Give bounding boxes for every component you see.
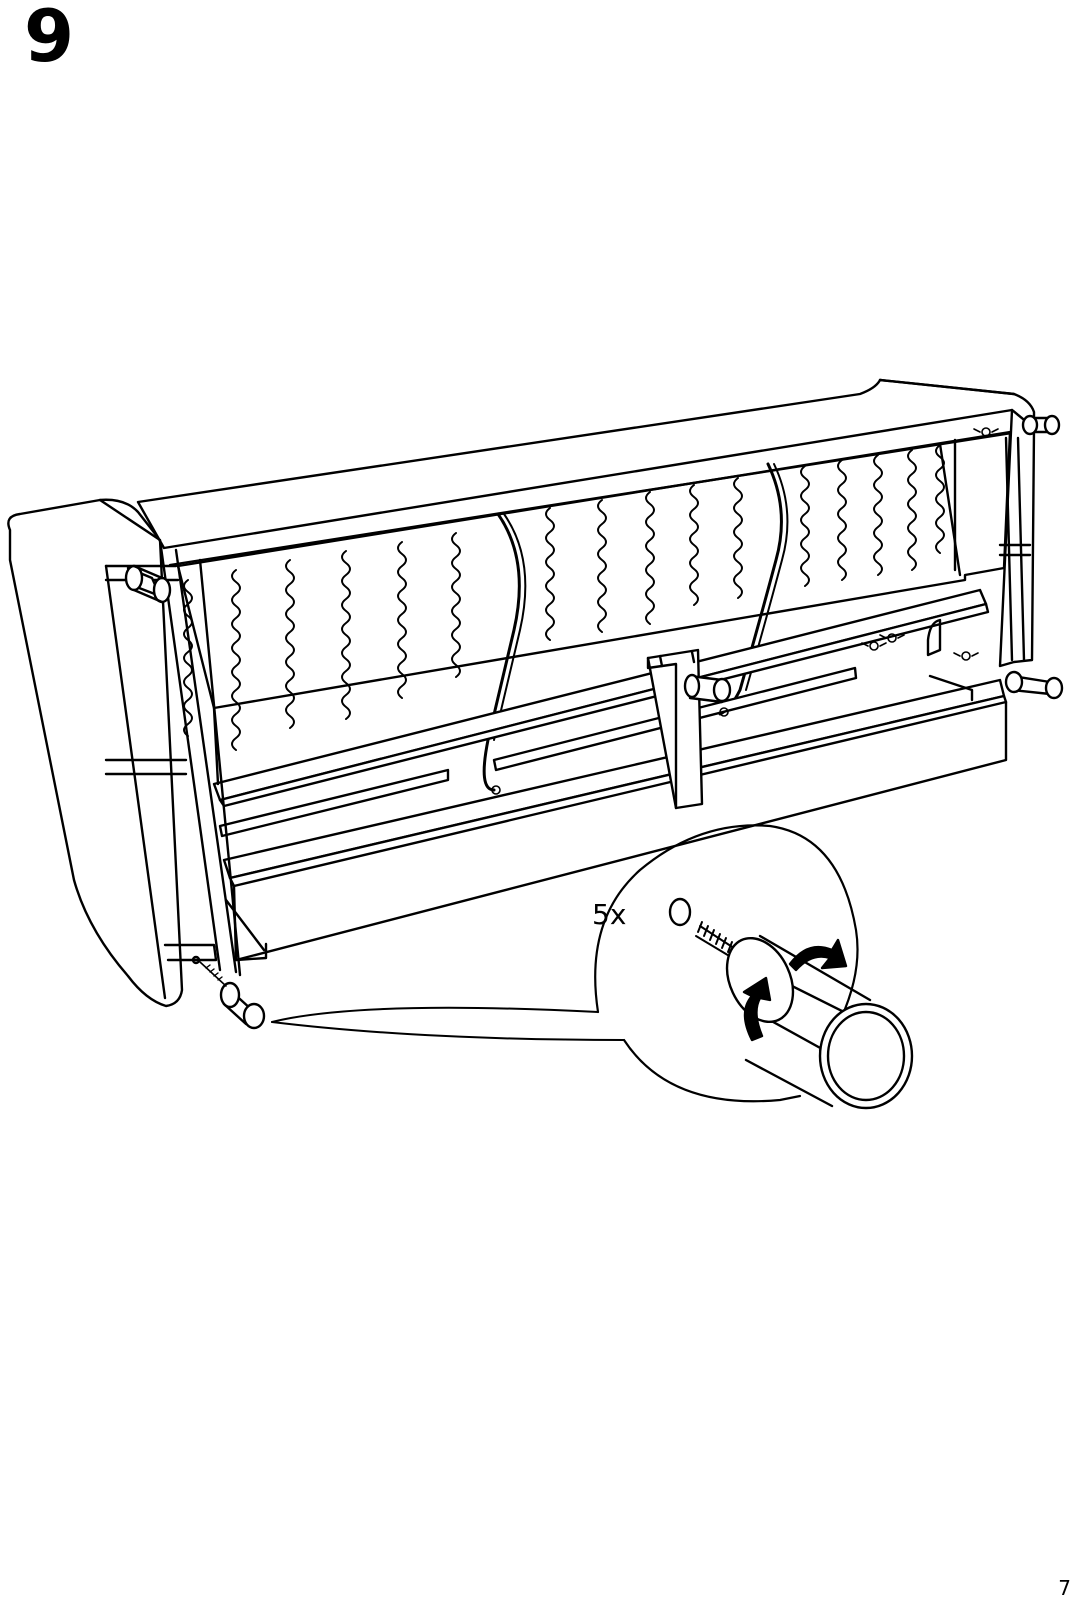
leg-bottom-right <box>1006 672 1062 698</box>
detail-callout: 5x <box>592 825 912 1108</box>
leg-top-right <box>1023 416 1059 434</box>
quantity-label: 5x <box>592 898 626 931</box>
bottom-rail <box>224 680 1004 878</box>
leg-bottom-left <box>193 957 264 1028</box>
page-number: 7 <box>1058 1576 1071 1600</box>
sofa-frame <box>8 380 1034 1006</box>
screw-hole-icon <box>670 899 690 925</box>
callout-leader <box>272 1022 624 1040</box>
leg-center <box>685 675 730 702</box>
back-top-rail <box>138 380 1034 548</box>
